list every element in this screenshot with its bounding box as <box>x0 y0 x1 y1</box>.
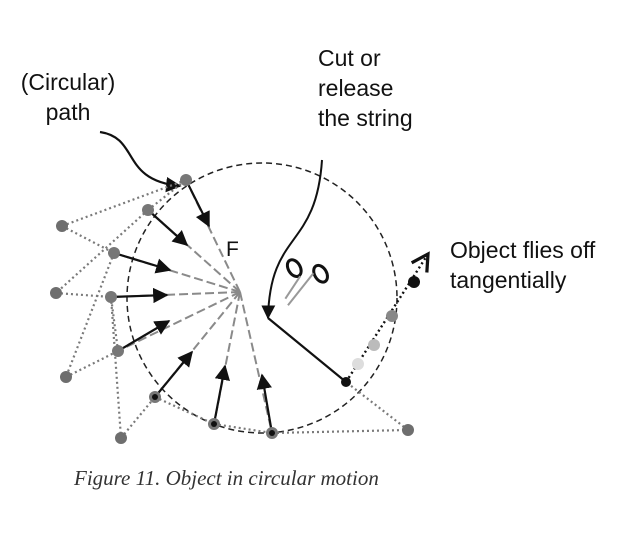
string-line <box>117 291 241 352</box>
circular-path-label-line1: (Circular) <box>21 69 116 95</box>
force-arrow <box>185 179 210 228</box>
velocity-line <box>65 350 119 378</box>
velocity-end-dot <box>56 220 68 232</box>
velocity-dotted-lines <box>55 178 409 439</box>
figure-caption: Figure 11. Object in circular motion <box>74 466 379 490</box>
object-dot <box>105 291 117 303</box>
velocity-end-dot <box>60 371 72 383</box>
object-dot <box>108 247 120 259</box>
string-line <box>239 291 273 434</box>
object-dot <box>142 204 154 216</box>
cut-pointer-line <box>261 159 323 320</box>
string-line <box>147 209 241 293</box>
velocity-line <box>55 209 149 294</box>
force-arrow <box>110 287 169 304</box>
objects-on-path <box>105 174 278 439</box>
velocity-end-dot <box>50 287 62 299</box>
velocity-line <box>345 381 409 431</box>
circular-path <box>126 162 398 434</box>
object-inner-dot <box>211 421 217 427</box>
force-arrow <box>147 209 189 247</box>
string-line <box>185 179 241 293</box>
release-point-dot <box>341 377 351 387</box>
force-arrow <box>212 364 230 425</box>
cut-label-line1: Cut or <box>318 45 381 71</box>
string-lines <box>110 179 273 434</box>
scissors-icon <box>284 258 329 306</box>
velocity-line <box>120 396 156 439</box>
object-dot <box>180 174 192 186</box>
object-inner-dot <box>269 430 275 436</box>
tangent-label-line1: Object flies off <box>450 237 596 263</box>
velocity-line <box>109 296 123 439</box>
velocity-line <box>55 291 112 299</box>
object-inner-dot <box>152 394 158 400</box>
force-label: F <box>226 238 239 261</box>
released-string <box>267 317 347 383</box>
velocity-line <box>147 179 187 211</box>
force-arrows <box>110 179 274 434</box>
object-dot <box>112 345 124 357</box>
flying-objects <box>341 276 420 387</box>
force-arrow <box>154 350 193 398</box>
faded-object-dot <box>352 358 364 370</box>
force-arrow <box>256 373 274 434</box>
cut-label-line2: release <box>318 75 393 101</box>
velocity-line <box>61 178 187 228</box>
velocity-line <box>271 428 409 435</box>
velocity-end-dot <box>402 424 414 436</box>
faded-object-dot <box>386 310 398 322</box>
path-pointer-line <box>99 130 182 193</box>
velocity-line <box>154 395 215 426</box>
object-inner-dots <box>152 394 275 436</box>
tangent-label-line2: tangentially <box>450 267 567 293</box>
velocity-end-dots <box>50 220 414 444</box>
circular-path-label-line2: path <box>46 99 91 125</box>
escaping-object-dot <box>408 276 420 288</box>
velocity-line <box>61 225 115 254</box>
force-arrow <box>117 320 171 352</box>
faded-object-dot <box>368 339 380 351</box>
force-arrow <box>113 251 172 274</box>
cut-label-line3: the string <box>318 105 413 131</box>
velocity-end-dot <box>115 432 127 444</box>
velocity-line <box>64 252 116 378</box>
velocity-line <box>109 296 120 352</box>
